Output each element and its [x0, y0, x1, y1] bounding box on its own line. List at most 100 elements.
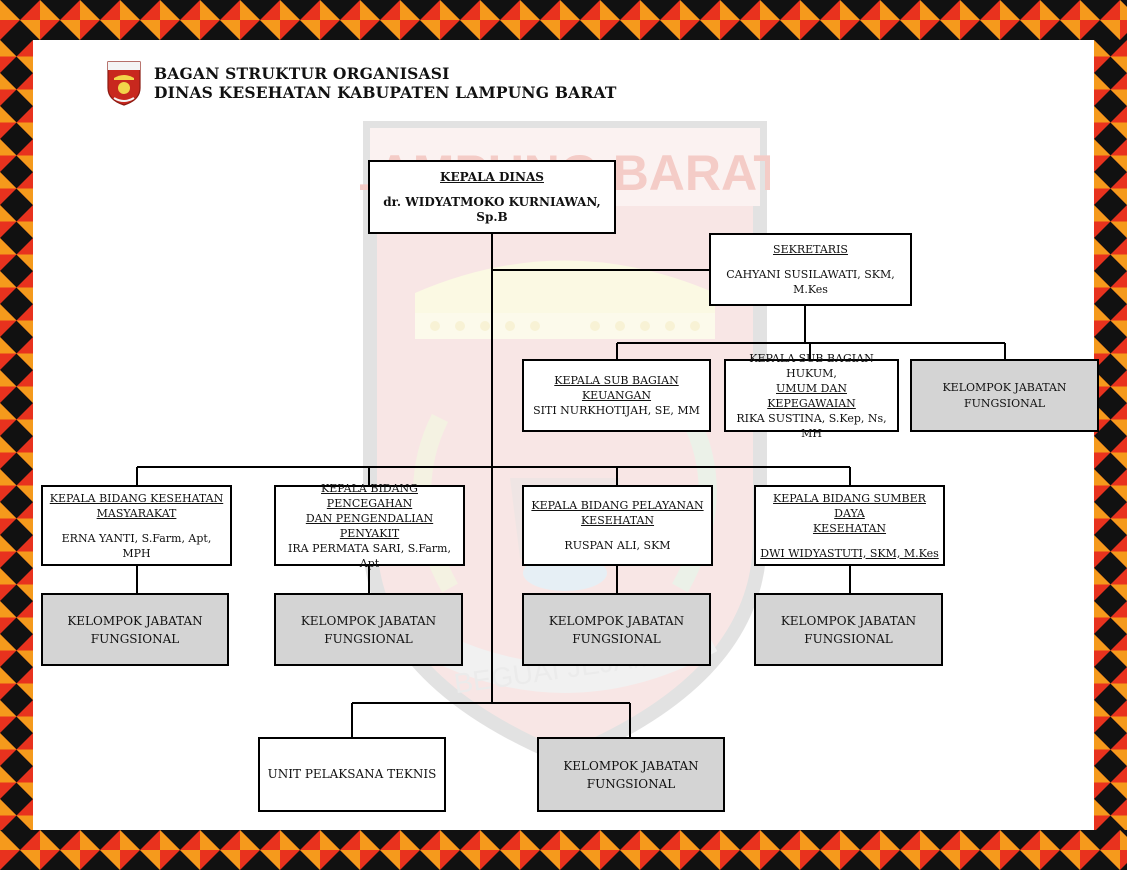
- border-tile: [640, 0, 680, 40]
- border-tile: [480, 830, 520, 870]
- bidang-title-line2: DAN PENGENDALIAN PENYAKIT: [305, 511, 434, 540]
- border-tile: [0, 436, 33, 469]
- border-tile: [1094, 766, 1127, 799]
- border-tile: [0, 106, 33, 139]
- border-tile: [960, 0, 1000, 40]
- border-tile: [160, 830, 200, 870]
- border-tile: [920, 830, 960, 870]
- subbag-keuangan-box: KEPALA SUB BAGIAN KEUANGAN SITI NURKHOTI…: [522, 359, 711, 432]
- border-tile: [760, 0, 800, 40]
- border-tile: [1094, 205, 1127, 238]
- bidang-title-line2: KESEHATAN: [580, 514, 655, 527]
- upt-box: UNIT PELAKSANA TEKNIS: [258, 737, 446, 812]
- border-tile: [0, 304, 33, 337]
- border-tile: [320, 830, 360, 870]
- border-tile: [680, 830, 720, 870]
- border-tile: [0, 0, 40, 40]
- border-tile: [560, 0, 600, 40]
- jabatan-fungsional-line2: FUNGSIONAL: [586, 776, 676, 791]
- border-tile: [0, 469, 33, 502]
- border-tile: [520, 830, 560, 870]
- border-tile: [840, 830, 880, 870]
- border-tile: [80, 0, 120, 40]
- bidang-box-p2p: KEPALA BIDANG PENCEGAHAN DAN PENGENDALIA…: [274, 482, 465, 570]
- border-tile: [800, 0, 840, 40]
- border-tile: [1094, 403, 1127, 436]
- border-tile: [0, 73, 33, 106]
- border-tile: [0, 733, 33, 766]
- border-tile: [120, 0, 160, 40]
- jabatan-fungsional-line1: KELOMPOK JABATAN: [942, 380, 1067, 394]
- border-tile: [1120, 0, 1127, 40]
- bidang-title-line1: KEPALA BIDANG PELAYANAN: [531, 499, 704, 512]
- border-tile: [920, 0, 960, 40]
- border-tile: [1094, 568, 1127, 601]
- subbag-hukum-name: RIKA SUSTINA, S.Kep, Ns, MH: [736, 411, 887, 440]
- border-tile: [1094, 700, 1127, 733]
- border-tile: [1080, 0, 1120, 40]
- border-tile: [0, 799, 33, 830]
- border-tile: [1094, 601, 1127, 634]
- jabatan-fungsional-line2: FUNGSIONAL: [963, 396, 1046, 410]
- border-tile: [0, 766, 33, 799]
- decorative-border-right: [1094, 40, 1127, 830]
- border-tile: [1094, 799, 1127, 830]
- jabatan-fungsional-line2: FUNGSIONAL: [572, 631, 661, 646]
- border-tile: [720, 830, 760, 870]
- border-tile: [40, 830, 80, 870]
- border-tile: [1040, 830, 1080, 870]
- border-tile: [1040, 0, 1080, 40]
- sekretaris-name: CAHYANI SUSILAWATI, SKM, M.Kes: [726, 268, 895, 296]
- border-tile: [1094, 535, 1127, 568]
- subbag-hukum-box: KEPALA SUB BAGIAN HUKUM, UMUM DAN KEPEGA…: [724, 352, 899, 440]
- subbag-keuangan-title: KEPALA SUB BAGIAN KEUANGAN: [554, 374, 679, 402]
- border-tile: [400, 830, 440, 870]
- border-tile: [880, 0, 920, 40]
- border-tile: [760, 830, 800, 870]
- border-tile: [0, 568, 33, 601]
- border-tile: [1094, 106, 1127, 139]
- border-tile: [0, 205, 33, 238]
- border-tile: [1094, 502, 1127, 535]
- jabatan-fungsional-box-bottom: KELOMPOK JABATAN FUNGSIONAL: [537, 737, 725, 812]
- border-tile: [1094, 337, 1127, 370]
- jabatan-fungsional-line2: FUNGSIONAL: [324, 631, 413, 646]
- subbag-jabatan-fungsional-box: KELOMPOK JABATAN FUNGSIONAL: [910, 359, 1099, 432]
- bidang-name: RUSPAN ALI, SKM: [564, 539, 671, 552]
- border-tile: [520, 0, 560, 40]
- border-tile: [720, 0, 760, 40]
- lampung-barat-logo: [107, 61, 141, 106]
- page-title-line1: BAGAN STRUKTUR ORGANISASI: [154, 64, 450, 83]
- jabatan-fungsional-box-2: KELOMPOK JABATAN FUNGSIONAL: [274, 593, 463, 666]
- border-tile: [360, 830, 400, 870]
- kepala-dinas-box: KEPALA DINAS dr. WIDYATMOKO KURNIAWAN, S…: [368, 160, 616, 234]
- decorative-border-left: [0, 40, 33, 830]
- border-tile: [200, 0, 240, 40]
- page-title-line2: DINAS KESEHATAN KABUPATEN LAMPUNG BARAT: [154, 83, 617, 102]
- border-tile: [0, 502, 33, 535]
- border-tile: [0, 172, 33, 205]
- border-tile: [400, 0, 440, 40]
- jabatan-fungsional-line1: KELOMPOK JABATAN: [67, 613, 203, 628]
- border-tile: [600, 0, 640, 40]
- subbag-hukum-title-line1: KEPALA SUB BAGIAN HUKUM,: [749, 351, 874, 380]
- border-tile: [1080, 830, 1120, 870]
- upt-label: UNIT PELAKSANA TEKNIS: [267, 767, 437, 781]
- border-tile: [840, 0, 880, 40]
- bidang-title-line1: KEPALA BIDANG PENCEGAHAN: [321, 481, 418, 510]
- border-tile: [200, 830, 240, 870]
- border-tile: [880, 830, 920, 870]
- border-tile: [0, 700, 33, 733]
- border-tile: [0, 535, 33, 568]
- border-tile: [1000, 830, 1040, 870]
- border-tile: [680, 0, 720, 40]
- jabatan-fungsional-box-1: KELOMPOK JABATAN FUNGSIONAL: [41, 593, 229, 666]
- border-tile: [1094, 634, 1127, 667]
- bidang-title-line2: KESEHATAN: [812, 521, 887, 535]
- border-tile: [160, 0, 200, 40]
- sekretaris-title: SEKRETARIS: [773, 243, 848, 256]
- border-tile: [440, 830, 480, 870]
- border-tile: [360, 0, 400, 40]
- border-tile: [440, 0, 480, 40]
- border-tile: [240, 0, 280, 40]
